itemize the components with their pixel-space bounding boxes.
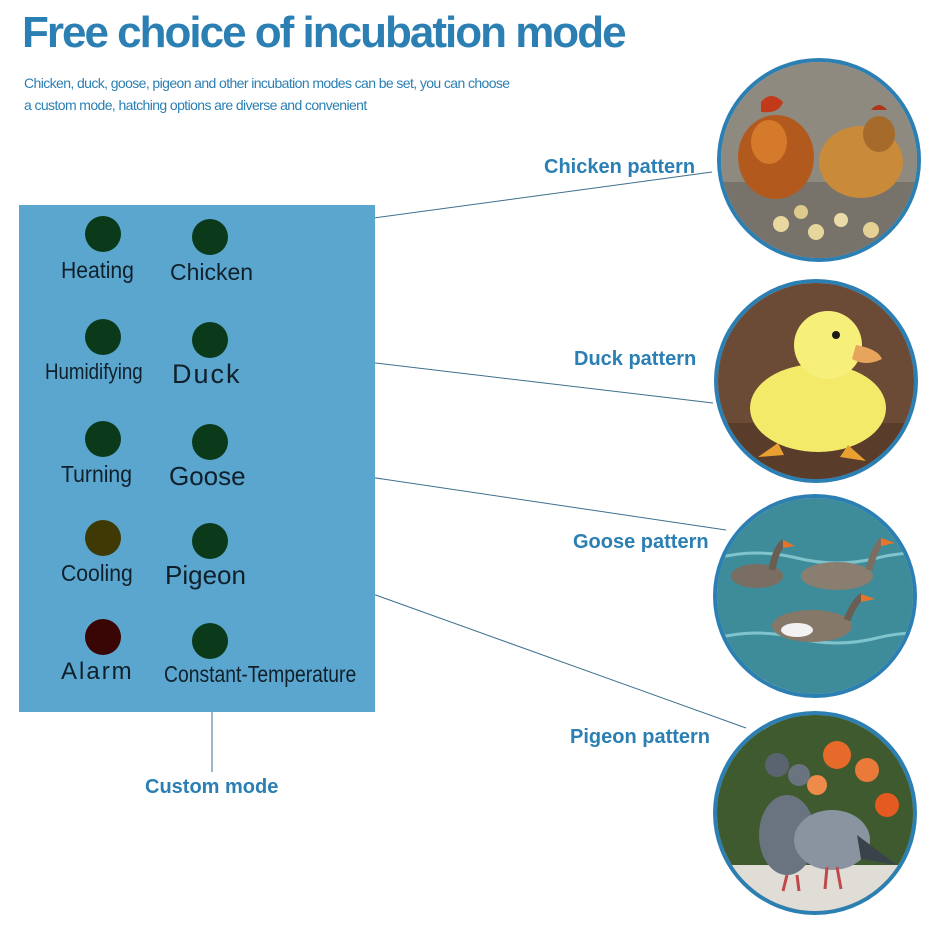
cooling-label: Cooling xyxy=(61,560,133,586)
alarm-indicator-light xyxy=(85,619,121,655)
pigeon-mode-label: Pigeon xyxy=(165,560,246,590)
goose-mode-light xyxy=(192,424,228,460)
chicken-pattern-callout: Chicken pattern xyxy=(544,156,696,178)
pigeon-photo xyxy=(713,711,917,915)
turning-indicator-light xyxy=(85,421,121,457)
humidifying-label: Humidifying xyxy=(45,359,143,384)
constant-temperature-mode-label: Constant-Temperature xyxy=(164,661,357,687)
pigeon-pattern-callout: Pigeon pattern xyxy=(570,726,711,748)
goose-photo xyxy=(713,494,917,698)
chicken-mode-light xyxy=(192,219,228,255)
chicken-mode-label: Chicken xyxy=(170,259,254,285)
duck-mode-light xyxy=(192,322,228,358)
chicken-photo xyxy=(717,58,921,262)
alarm-label: Alarm xyxy=(61,658,134,685)
page-subtitle: Chicken, duck, goose, pigeon and other i… xyxy=(24,72,624,116)
subtitle-line-1: Chicken, duck, goose, pigeon and other i… xyxy=(24,75,510,91)
turning-label: Turning xyxy=(61,461,132,487)
heating-label: Heating xyxy=(61,257,134,283)
duckling-photo xyxy=(714,279,918,483)
page-title: Free choice of incubation mode xyxy=(22,8,627,57)
control-panel: Heating Humidifying Turning Cooling Alar… xyxy=(19,205,375,712)
goose-pattern-callout: Goose pattern xyxy=(573,531,709,553)
cooling-indicator-light xyxy=(85,520,121,556)
duck-pattern-callout: Duck pattern xyxy=(574,348,697,370)
custom-mode-callout: Custom mode xyxy=(145,776,279,798)
subtitle-line-2: a custom mode, hatching options are dive… xyxy=(24,97,367,113)
pigeon-mode-light xyxy=(192,523,228,559)
constant-temperature-mode-light xyxy=(192,623,228,659)
humidifying-indicator-light xyxy=(85,319,121,355)
duck-mode-label: Duck xyxy=(172,359,242,389)
heating-indicator-light xyxy=(85,216,121,252)
goose-mode-label: Goose xyxy=(169,461,246,491)
